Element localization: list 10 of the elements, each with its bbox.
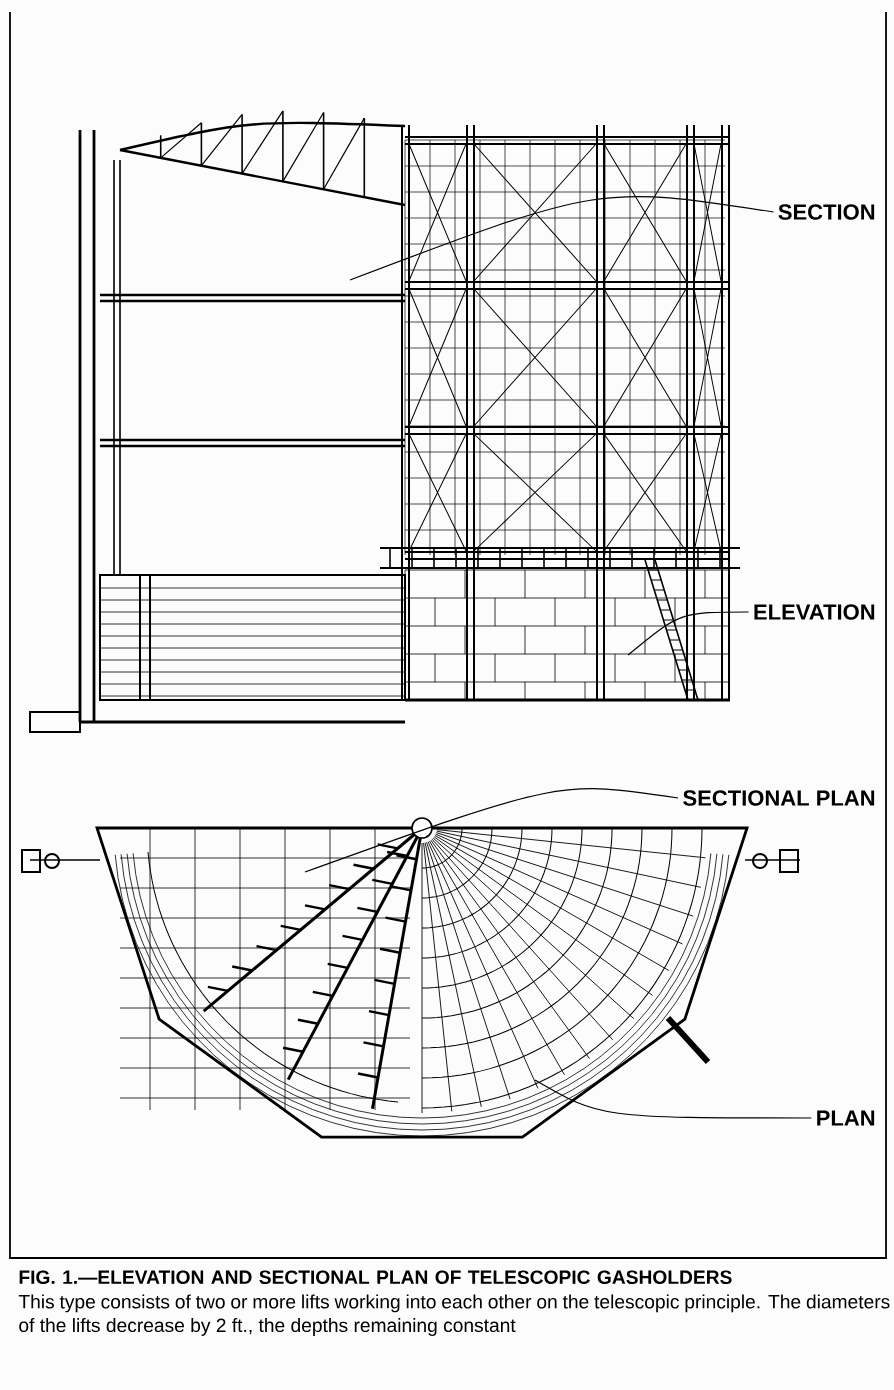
leader-line: [534, 1079, 812, 1119]
leader-line: [627, 611, 750, 656]
figure-caption: This type consists of two or more lifts working into each other on the telescopic principle. The diameters of the lifts decrease by 2 ft., the depths remaining constant: [18, 1294, 890, 1336]
part-label: PLAN: [817, 1110, 875, 1126]
leader-line: [349, 195, 774, 281]
part-label: ELEVATION: [754, 604, 875, 620]
part-label: SECTION: [778, 204, 875, 220]
part-label: SECTIONAL PLAN: [683, 790, 875, 806]
figure-title: FIG. 1.—ELEVATION AND SECTIONAL PLAN OF TELESCOPIC GASHOLDERS: [19, 1270, 732, 1284]
leader-line: [304, 788, 679, 873]
